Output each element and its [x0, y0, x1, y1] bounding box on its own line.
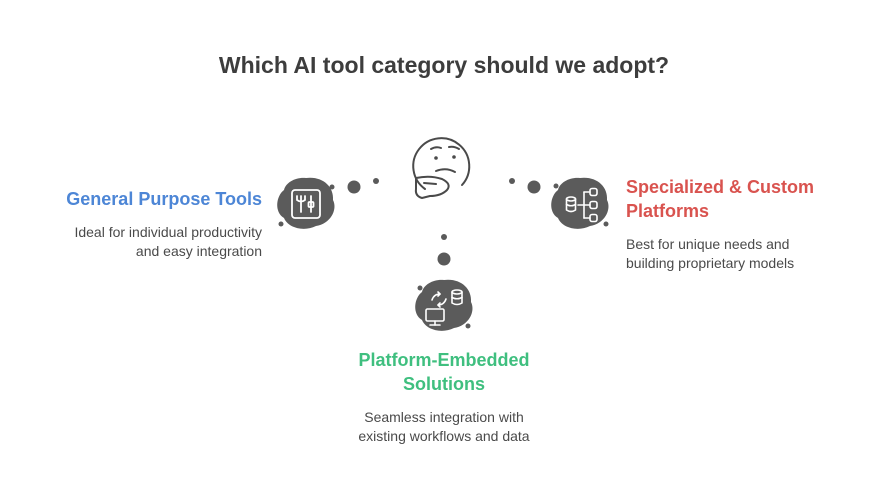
- description-line: building proprietary models: [626, 255, 795, 271]
- description-line: Seamless integration with: [364, 409, 524, 425]
- connector-dots: [347, 178, 541, 266]
- option-description-platform-embedded: Seamless integration with existing workf…: [294, 408, 594, 446]
- eyebrow-right: [448, 145, 460, 150]
- description-line: existing workflows and data: [358, 428, 530, 444]
- mouth: [435, 168, 456, 173]
- heading-line: Platforms: [626, 201, 710, 221]
- diagram-title: Which AI tool category should we adopt?: [218, 52, 670, 78]
- eye-right: [452, 155, 456, 159]
- description-line: Best for unique needs and: [626, 236, 790, 252]
- connector-dot-bottom-large: [437, 252, 451, 266]
- heading-line: General Purpose Tools: [66, 189, 262, 209]
- description-line: and easy integration: [135, 243, 262, 259]
- thinking-face-icon: [412, 137, 471, 199]
- thinking-hand: [414, 175, 450, 199]
- eye-left: [434, 156, 438, 160]
- description-line: Ideal for individual productivity: [74, 224, 262, 240]
- connector-dot-right-small: [509, 178, 515, 184]
- connector-dot-left-large: [347, 180, 361, 194]
- eyebrow-left: [430, 146, 442, 150]
- face-outline: [412, 137, 471, 190]
- tools-icon: [277, 177, 335, 229]
- hand-finger-line: [423, 182, 437, 185]
- database-network-icon: [551, 177, 609, 229]
- connector-dot-bottom-small: [441, 234, 447, 240]
- option-heading-general-purpose: General Purpose Tools: [66, 187, 262, 211]
- option-heading-specialized-custom: Specialized & Custom Platforms: [626, 175, 814, 223]
- heading-line: Solutions: [403, 374, 485, 394]
- connector-dot-right-large: [527, 180, 541, 194]
- option-description-general-purpose: Ideal for individual productivity and ea…: [74, 223, 262, 261]
- connector-dot-left-small: [373, 178, 379, 184]
- heading-line: Specialized & Custom: [626, 177, 815, 197]
- computer-database-sync-icon: [415, 279, 473, 331]
- option-heading-platform-embedded: Platform-Embedded Solutions: [294, 348, 594, 396]
- option-description-specialized-custom: Best for unique needs and building propr…: [626, 235, 794, 273]
- heading-line: Platform-Embedded: [358, 350, 530, 370]
